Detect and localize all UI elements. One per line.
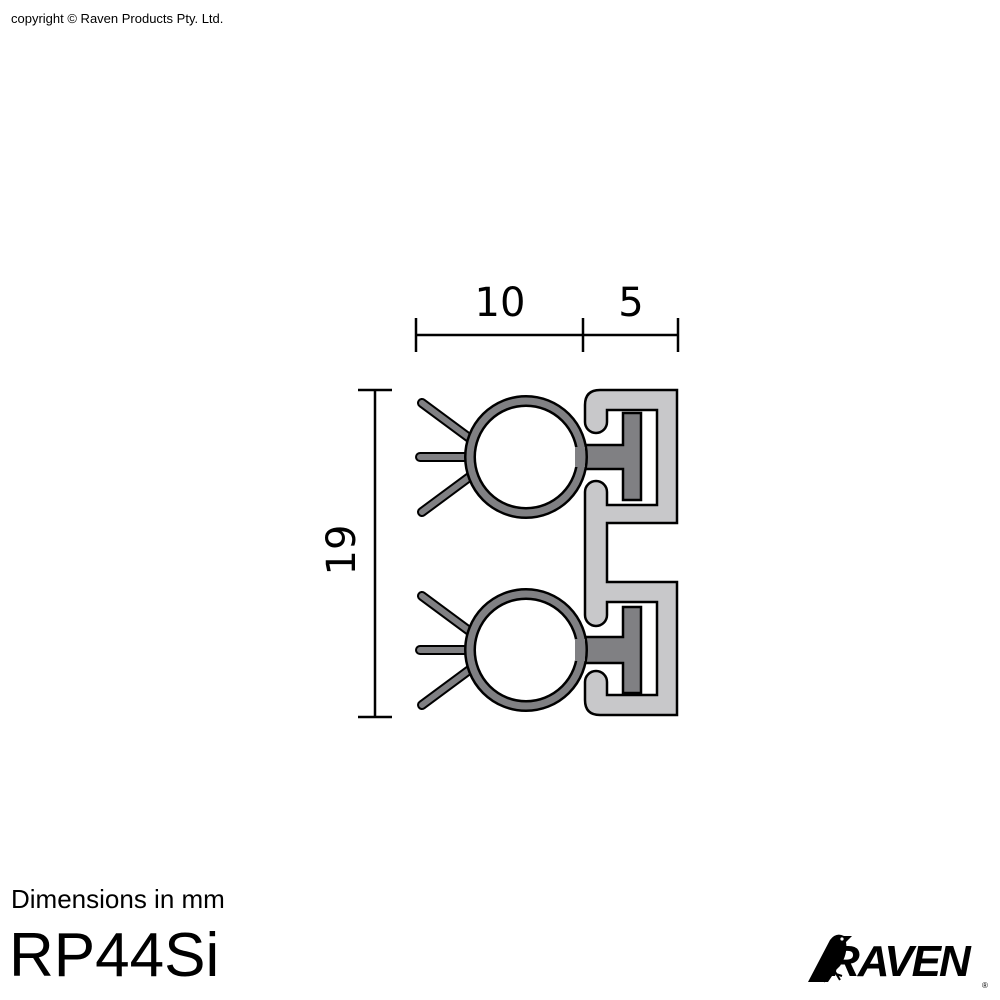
raven-bird-icon [808, 934, 852, 983]
dimension-5: 5 [618, 280, 643, 326]
dimension-19: 19 [319, 525, 365, 576]
dimension-10: 10 [475, 280, 526, 326]
carrier-profile [583, 388, 679, 717]
lower-seal-bulb [415, 588, 643, 712]
product-code: RP44Si [9, 921, 220, 990]
vertical-dimension [358, 388, 392, 719]
units-note: Dimensions in mm [11, 884, 225, 914]
raven-logo-text: RAVEN [828, 937, 971, 986]
registered-mark: ® [982, 981, 988, 990]
copyright-text: copyright © Raven Products Pty. Ltd. [11, 11, 224, 26]
horizontal-dimension [414, 318, 680, 352]
upper-seal-bulb [415, 395, 643, 519]
